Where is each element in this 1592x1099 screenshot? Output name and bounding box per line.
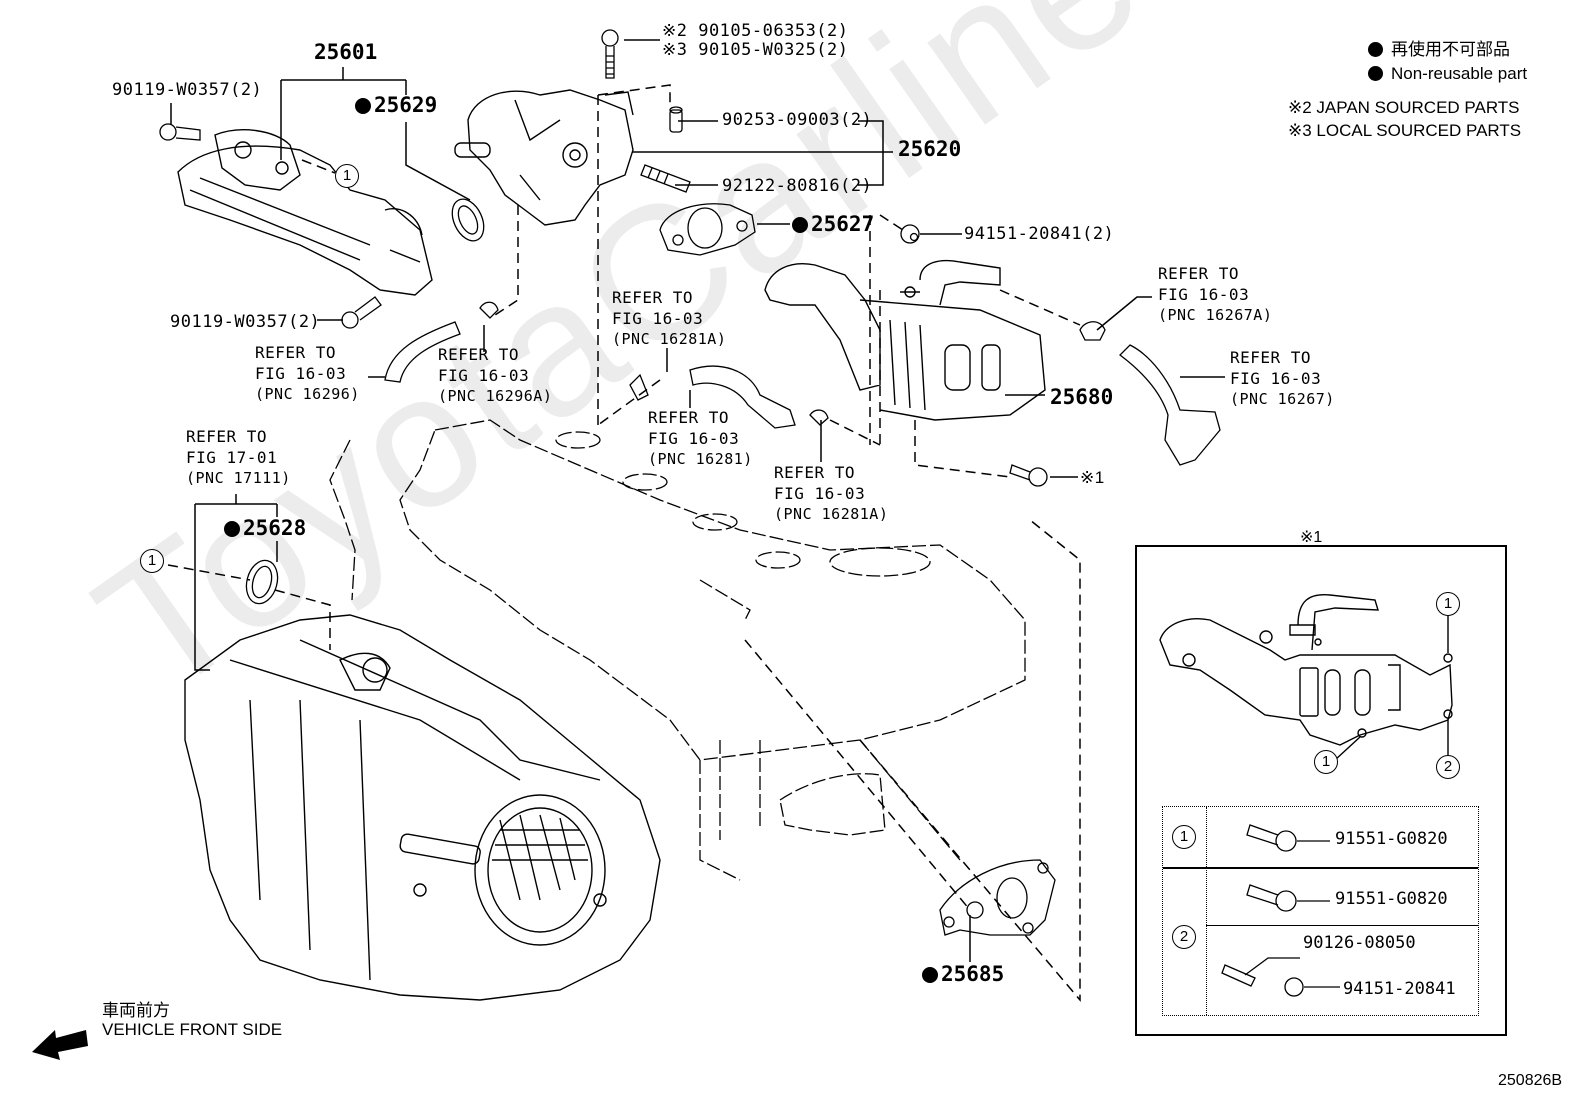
non-reusable-dot-icon (1368, 42, 1383, 57)
engine-head-outline (329, 419, 1026, 881)
fastener-92122[interactable]: 92122-80816(2) (722, 176, 873, 196)
inset-callout-1-top: 1 (1436, 592, 1460, 616)
intake-manifold (184, 614, 661, 1001)
callout-1-upper: 1 (335, 164, 359, 188)
inset-detail-box (1135, 545, 1507, 1036)
egr-pipe-25601 (177, 129, 433, 296)
front-label-en: VEHICLE FRONT SIDE (102, 1020, 283, 1039)
table-row-divider (1163, 867, 1478, 869)
nut-94151 (900, 224, 920, 244)
non-reusable-dot-icon (355, 98, 371, 114)
front-label-jp: 車両前方 (102, 1001, 170, 1020)
egr-cooler-25680 (764, 259, 1046, 421)
gasket-25627 (659, 203, 756, 256)
part-25601[interactable]: 25601 (314, 40, 378, 64)
part-25685[interactable]: 25685 (922, 964, 1004, 985)
non-reusable-dot-icon (224, 521, 240, 537)
bolt-90105 (601, 29, 619, 79)
ref-pnc-16281a-right[interactable]: REFER TO FIG 16-03 (PNC 16281A) (774, 463, 889, 523)
table-part-94151[interactable]: 94151-20841 (1343, 979, 1456, 999)
bolt-90119-lower (341, 296, 382, 329)
part-25628[interactable]: 25628 (224, 518, 306, 539)
figure-code: 250826B (1498, 1072, 1563, 1089)
dashed-lines (167, 84, 1081, 1003)
non-reusable-dot-icon (1368, 66, 1383, 81)
pin-90253 (669, 106, 683, 133)
inset-callout-2: 2 (1436, 755, 1460, 779)
ref-pnc-16296[interactable]: REFER TO FIG 16-03 (PNC 16296) (255, 343, 360, 403)
table-part-91551-a[interactable]: 91551-G0820 (1335, 829, 1448, 849)
inset-fastener-table (1162, 806, 1479, 1016)
part-25620[interactable]: 25620 (898, 137, 962, 161)
legend-non-reusable-en: Non-reusable part (1368, 62, 1527, 85)
bolt-90119-upper (159, 123, 201, 141)
hoses (384, 301, 1221, 466)
fastener-90105-local[interactable]: ※3 90105-W0325(2) (662, 40, 849, 60)
egr-valve-25620 (454, 89, 634, 226)
part-25629[interactable]: 25629 (355, 95, 437, 116)
non-reusable-dot-icon (792, 217, 808, 233)
part-25680[interactable]: 25680 (1050, 385, 1114, 409)
legend-note-local: ※3 LOCAL SOURCED PARTS (1288, 121, 1522, 140)
table-key-1: 1 (1172, 825, 1196, 849)
fastener-94151[interactable]: 94151-20841(2) (964, 224, 1115, 244)
inset-egr-cooler (1159, 593, 1453, 761)
bolt-ref1 (1009, 464, 1048, 487)
table-subrow-divider (1206, 925, 1478, 926)
gasket-25629 (451, 198, 485, 242)
gasket-25628 (245, 559, 279, 605)
part-25627[interactable]: 25627 (792, 214, 874, 235)
fastener-ref1[interactable]: ※1 (1080, 468, 1105, 487)
table-part-90126[interactable]: 90126-08050 (1303, 933, 1416, 953)
table-key-column (1163, 807, 1207, 1015)
stud-92122 (640, 164, 691, 193)
inset-fasteners (1221, 824, 1340, 997)
gasket-25685 (939, 859, 1056, 936)
ref-pnc-16267a[interactable]: REFER TO FIG 16-03 (PNC 16267A) (1158, 264, 1273, 324)
ref-pnc-16267[interactable]: REFER TO FIG 16-03 (PNC 16267) (1230, 348, 1335, 408)
ref-pnc-16281a-left[interactable]: REFER TO FIG 16-03 (PNC 16281A) (612, 288, 727, 348)
non-reusable-dot-icon (922, 967, 938, 983)
ref-pnc-16281[interactable]: REFER TO FIG 16-03 (PNC 16281) (648, 408, 753, 468)
ref-pnc-16296a[interactable]: REFER TO FIG 16-03 (PNC 16296A) (438, 345, 553, 405)
fastener-90119-upper[interactable]: 90119-W0357(2) (112, 80, 263, 100)
inset-callout-1-bottom: 1 (1314, 750, 1338, 774)
arrow-left-icon (32, 1030, 88, 1060)
legend-note-japan: ※2 JAPAN SOURCED PARTS (1288, 98, 1520, 117)
ref-pnc-17111[interactable]: REFER TO FIG 17-01 (PNC 17111) (186, 427, 291, 487)
fastener-90253[interactable]: 90253-09003(2) (722, 110, 873, 130)
table-key-2: 2 (1172, 925, 1196, 949)
inset-title: ※1 (1300, 529, 1323, 546)
table-part-91551-b[interactable]: 91551-G0820 (1335, 889, 1448, 909)
fastener-90105-jp[interactable]: ※2 90105-06353(2) (662, 21, 849, 41)
legend-non-reusable-jp: 再使用不可部品 (1368, 38, 1510, 61)
fastener-90119-lower[interactable]: 90119-W0357(2) (170, 312, 321, 332)
leader-lines (170, 39, 1225, 962)
callout-1-lower: 1 (140, 549, 164, 573)
